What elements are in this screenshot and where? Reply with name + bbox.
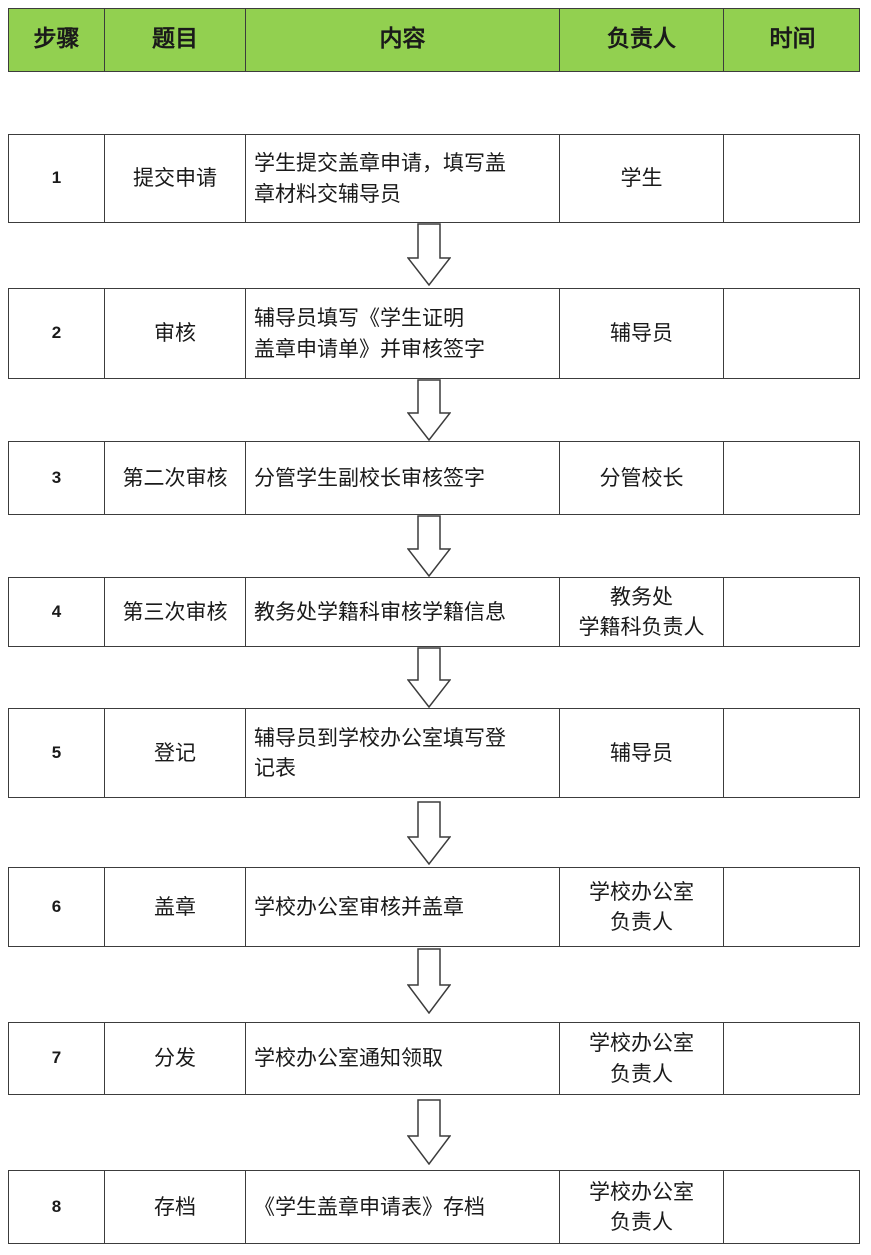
header-title: 题目 — [105, 9, 246, 71]
header-content: 内容 — [246, 9, 560, 71]
owner-line: 学籍科负责人 — [578, 615, 705, 639]
owner-line: 教务处 — [610, 584, 673, 609]
step-title: 第二次审核 — [105, 442, 246, 514]
owner-line: 学校办公室 — [589, 1179, 694, 1204]
step-content: 《学生盖章申请表》存档 — [246, 1171, 560, 1243]
step-content: 辅导员到学校办公室填写登 记表 — [246, 709, 560, 797]
step-owner: 辅导员 — [560, 709, 724, 797]
step-content: 辅导员填写《学生证明 盖章申请单》并审核签字 — [246, 289, 560, 378]
step-time — [724, 868, 861, 946]
step-number: 7 — [9, 1023, 105, 1094]
step-number: 8 — [9, 1171, 105, 1243]
owner-line: 辅导员 — [610, 321, 673, 346]
step-number: 5 — [9, 709, 105, 797]
step-title: 存档 — [105, 1171, 246, 1243]
content-line: 盖章申请单》并审核签字 — [254, 336, 485, 361]
owner-line: 学生 — [620, 166, 663, 191]
step-content: 学校办公室审核并盖章 — [246, 868, 560, 946]
step-title: 提交申请 — [105, 135, 246, 222]
content-line: 分管学生副校长审核签字 — [254, 465, 485, 490]
content-line: 辅导员填写《学生证明 — [254, 306, 464, 331]
step-title: 第三次审核 — [105, 578, 246, 646]
step-number: 3 — [9, 442, 105, 514]
content-line: 学生提交盖章申请，填写盖 — [254, 151, 506, 176]
step-owner: 教务处 学籍科负责人 — [560, 578, 724, 646]
header-owner: 负责人 — [560, 9, 724, 71]
step-row-8: 8 存档 《学生盖章申请表》存档 学校办公室 负责人 — [8, 1170, 860, 1244]
content-line: 章材料交辅导员 — [254, 181, 401, 206]
down-arrow-icon — [407, 1099, 451, 1165]
header-row: 步骤 题目 内容 负责人 时间 — [8, 8, 860, 72]
step-content: 教务处学籍科审核学籍信息 — [246, 578, 560, 646]
step-time — [724, 1171, 861, 1243]
step-number: 6 — [9, 868, 105, 946]
step-row-7: 7 分发 学校办公室通知领取 学校办公室 负责人 — [8, 1022, 860, 1095]
owner-line: 学校办公室 — [589, 1031, 694, 1056]
step-title: 盖章 — [105, 868, 246, 946]
step-owner: 学校办公室 负责人 — [560, 1023, 724, 1094]
step-time — [724, 709, 861, 797]
owner-line: 负责人 — [610, 1210, 673, 1234]
step-owner: 分管校长 — [560, 442, 724, 514]
content-line: 辅导员到学校办公室填写登 — [254, 725, 506, 750]
step-time — [724, 135, 861, 222]
down-arrow-icon — [407, 223, 451, 286]
header-step: 步骤 — [9, 9, 105, 71]
step-row-3: 3 第二次审核 分管学生副校长审核签字 分管校长 — [8, 441, 860, 515]
down-arrow-icon — [407, 515, 451, 577]
step-title: 登记 — [105, 709, 246, 797]
step-owner: 辅导员 — [560, 289, 724, 378]
content-line: 教务处学籍科审核学籍信息 — [254, 599, 506, 624]
content-line: 学校办公室审核并盖章 — [254, 894, 464, 919]
step-row-5: 5 登记 辅导员到学校办公室填写登 记表 辅导员 — [8, 708, 860, 798]
step-time — [724, 578, 861, 646]
content-line: 记表 — [254, 756, 296, 780]
content-line: 学校办公室通知领取 — [254, 1046, 443, 1071]
content-line: 《学生盖章申请表》存档 — [254, 1194, 485, 1219]
down-arrow-icon — [407, 647, 451, 708]
owner-line: 负责人 — [610, 910, 673, 934]
step-owner: 学校办公室 负责人 — [560, 868, 724, 946]
step-time — [724, 1023, 861, 1094]
step-title: 审核 — [105, 289, 246, 378]
step-number: 4 — [9, 578, 105, 646]
owner-line: 辅导员 — [610, 740, 673, 765]
step-time — [724, 289, 861, 378]
down-arrow-icon — [407, 801, 451, 865]
step-content: 分管学生副校长审核签字 — [246, 442, 560, 514]
step-owner: 学校办公室 负责人 — [560, 1171, 724, 1243]
step-number: 1 — [9, 135, 105, 222]
down-arrow-icon — [407, 379, 451, 441]
step-row-2: 2 审核 辅导员填写《学生证明 盖章申请单》并审核签字 辅导员 — [8, 288, 860, 379]
step-number: 2 — [9, 289, 105, 378]
down-arrow-icon — [407, 948, 451, 1014]
owner-line: 分管校长 — [599, 465, 684, 490]
step-row-4: 4 第三次审核 教务处学籍科审核学籍信息 教务处 学籍科负责人 — [8, 577, 860, 647]
step-row-6: 6 盖章 学校办公室审核并盖章 学校办公室 负责人 — [8, 867, 860, 947]
owner-line: 负责人 — [610, 1061, 673, 1086]
step-content: 学校办公室通知领取 — [246, 1023, 560, 1094]
step-time — [724, 442, 861, 514]
step-title: 分发 — [105, 1023, 246, 1094]
step-owner: 学生 — [560, 135, 724, 222]
step-row-1: 1 提交申请 学生提交盖章申请，填写盖 章材料交辅导员 学生 — [8, 134, 860, 223]
owner-line: 学校办公室 — [589, 879, 694, 904]
header-time: 时间 — [769, 26, 816, 53]
step-content: 学生提交盖章申请，填写盖 章材料交辅导员 — [246, 135, 560, 222]
